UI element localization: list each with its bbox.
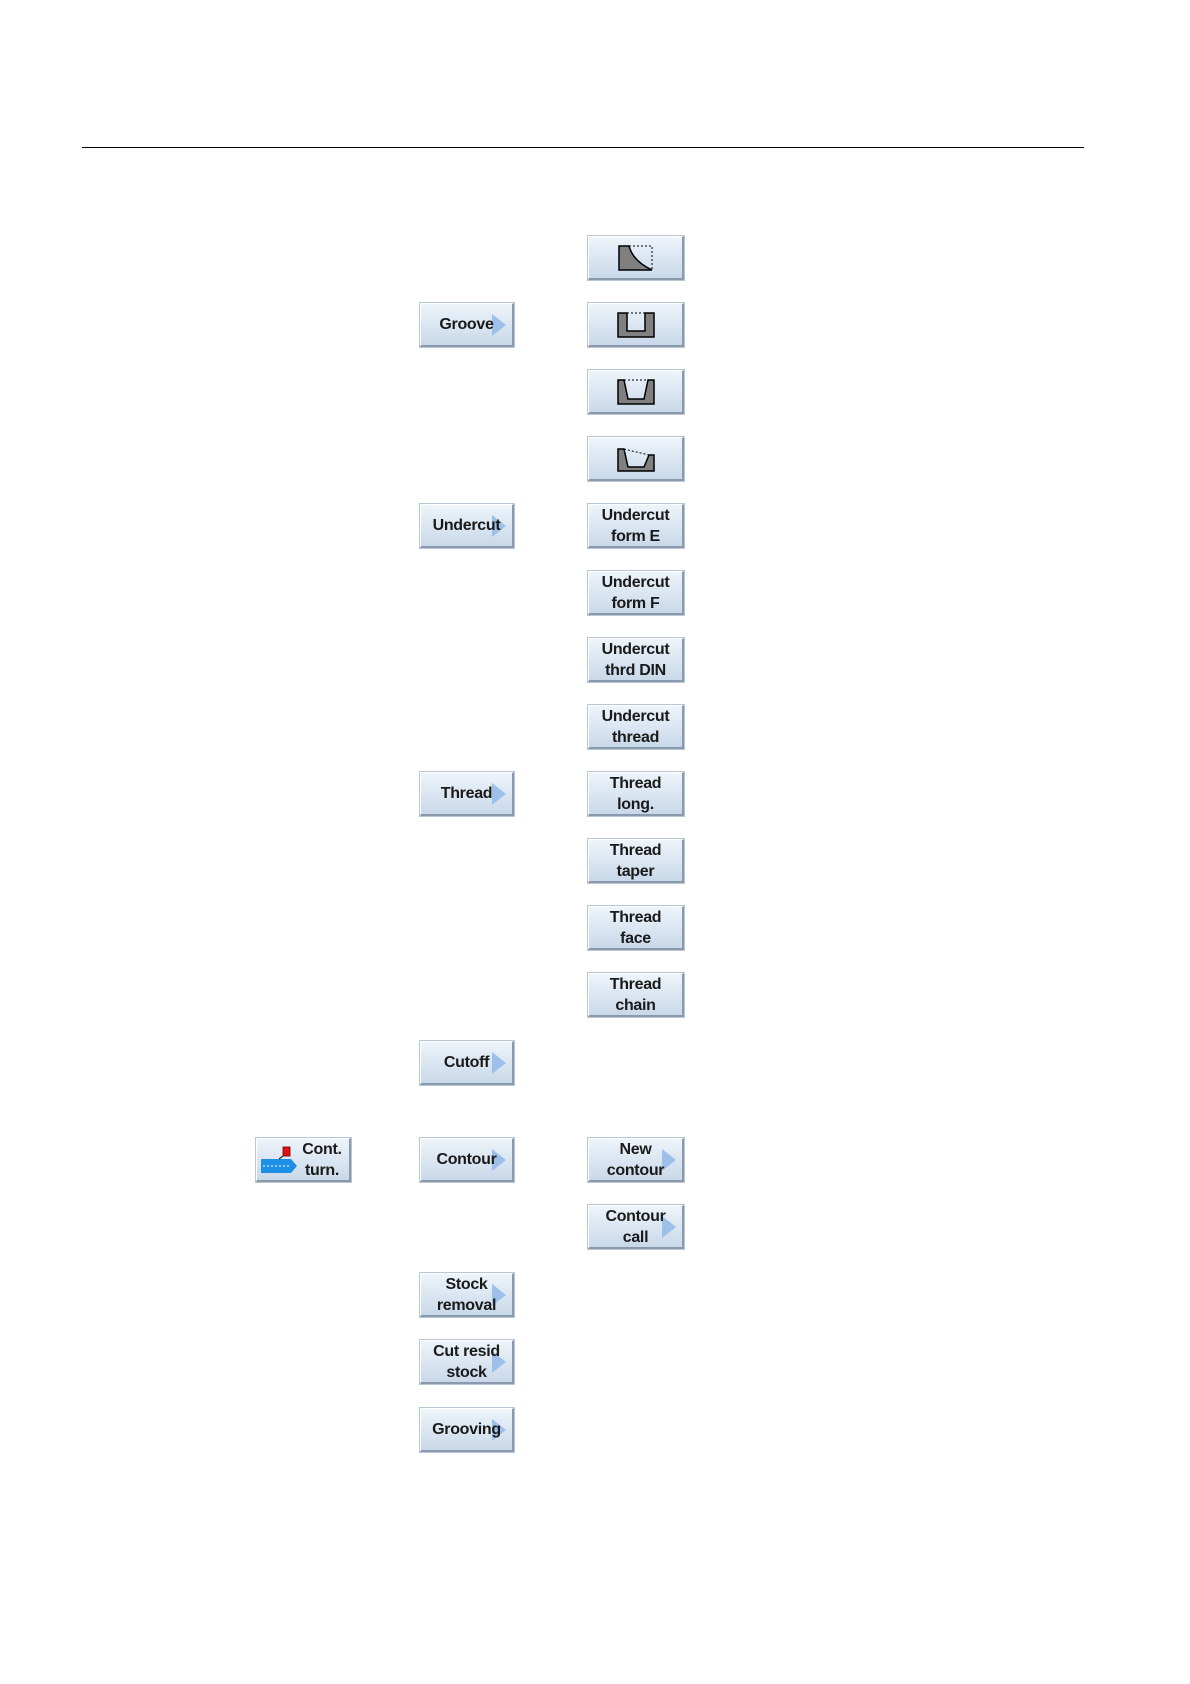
- groove-inclined-icon: [616, 444, 656, 474]
- grooving-softkey[interactable]: Grooving: [420, 1408, 514, 1452]
- undercut-form-f-label: Undercut form F: [602, 572, 670, 614]
- thread-long-label: Thread long.: [610, 773, 662, 815]
- groove-trapezoid-icon: [616, 377, 656, 407]
- cut-resid-stock-softkey[interactable]: Cut resid stock: [420, 1340, 514, 1384]
- grooving-label: Grooving: [432, 1419, 501, 1440]
- groove-label: Groove: [439, 314, 493, 335]
- cont-turn-softkey[interactable]: Cont. turn.: [256, 1138, 351, 1182]
- groove-rectangular-softkey[interactable]: [588, 303, 684, 347]
- header-rule: [82, 147, 1084, 148]
- thread-taper-label: Thread taper: [610, 840, 662, 882]
- groove-trapezoid-softkey[interactable]: [588, 370, 684, 414]
- cutoff-label: Cutoff: [444, 1052, 489, 1073]
- cutoff-softkey[interactable]: Cutoff: [420, 1041, 514, 1085]
- undercut-form-f-softkey[interactable]: Undercut form F: [588, 571, 684, 615]
- undercut-thread-label: Undercut thread: [602, 706, 670, 748]
- submenu-arrow-icon: [492, 1052, 506, 1074]
- undercut-label: Undercut: [433, 515, 501, 536]
- submenu-arrow-icon: [492, 314, 506, 336]
- stock-removal-corner-icon: [616, 243, 656, 273]
- contour-turning-icon: [261, 1145, 297, 1177]
- stock-removal-corner-softkey[interactable]: [588, 236, 684, 280]
- contour-call-softkey[interactable]: Contour call: [588, 1205, 684, 1249]
- groove-inclined-softkey[interactable]: [588, 437, 684, 481]
- thread-taper-softkey[interactable]: Thread taper: [588, 839, 684, 883]
- new-contour-softkey[interactable]: New contour: [588, 1138, 684, 1182]
- thread-label: Thread: [441, 783, 493, 804]
- thread-chain-label: Thread chain: [610, 974, 662, 1016]
- thread-softkey[interactable]: Thread: [420, 772, 514, 816]
- groove-rectangular-icon: [616, 310, 656, 340]
- cut-resid-stock-label: Cut resid stock: [433, 1341, 500, 1383]
- thread-face-label: Thread face: [610, 907, 662, 949]
- undercut-thread-softkey[interactable]: Undercut thread: [588, 705, 684, 749]
- groove-softkey[interactable]: Groove: [420, 303, 514, 347]
- stock-removal-softkey[interactable]: Stock removal: [420, 1273, 514, 1317]
- contour-call-label: Contour call: [605, 1206, 665, 1248]
- thread-face-softkey[interactable]: Thread face: [588, 906, 684, 950]
- new-contour-label: New contour: [607, 1139, 664, 1181]
- undercut-form-e-label: Undercut form E: [602, 505, 670, 547]
- contour-label: Contour: [436, 1149, 496, 1170]
- stock-removal-label: Stock removal: [437, 1274, 496, 1316]
- undercut-form-e-softkey[interactable]: Undercut form E: [588, 504, 684, 548]
- submenu-arrow-icon: [492, 783, 506, 805]
- cont-turn-label: Cont. turn.: [297, 1139, 347, 1180]
- thread-long-softkey[interactable]: Thread long.: [588, 772, 684, 816]
- thread-chain-softkey[interactable]: Thread chain: [588, 973, 684, 1017]
- undercut-softkey[interactable]: Undercut: [420, 504, 514, 548]
- undercut-thrd-din-label: Undercut thrd DIN: [602, 639, 670, 681]
- undercut-thrd-din-softkey[interactable]: Undercut thrd DIN: [588, 638, 684, 682]
- contour-softkey[interactable]: Contour: [420, 1138, 514, 1182]
